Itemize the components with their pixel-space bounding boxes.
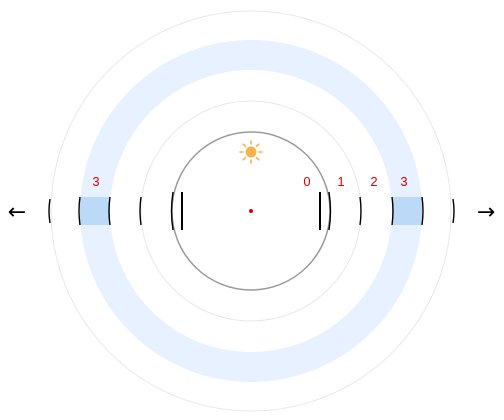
right-arrow-icon: → <box>477 200 495 225</box>
right-mark-band-inner <box>391 196 394 226</box>
left-mark-mid <box>139 196 142 226</box>
label-right-1: 1 <box>337 174 344 189</box>
left-marks <box>48 191 174 231</box>
center-dot <box>249 209 253 213</box>
right-mark-outer <box>452 198 455 224</box>
label-right-0: 0 <box>303 174 310 189</box>
outer-thin-ring <box>50 10 452 412</box>
right-mark-band-outer <box>421 196 424 226</box>
label-right-3: 3 <box>400 174 407 189</box>
left-mark-near <box>170 191 174 231</box>
band-highlight-left <box>80 197 110 225</box>
label-left-band: 3 <box>92 174 99 189</box>
left-mark-band-outer <box>78 196 81 226</box>
band-highlight-right <box>392 197 422 225</box>
left-mark-band-inner <box>108 196 111 226</box>
sun-icon <box>239 140 263 164</box>
left-mark-outer <box>48 198 51 224</box>
right-mark-near <box>328 191 332 231</box>
label-right-2: 2 <box>370 174 377 189</box>
left-arrow-icon: ← <box>8 200 26 225</box>
right-mark-1 <box>359 196 362 226</box>
right-marks <box>328 191 455 231</box>
